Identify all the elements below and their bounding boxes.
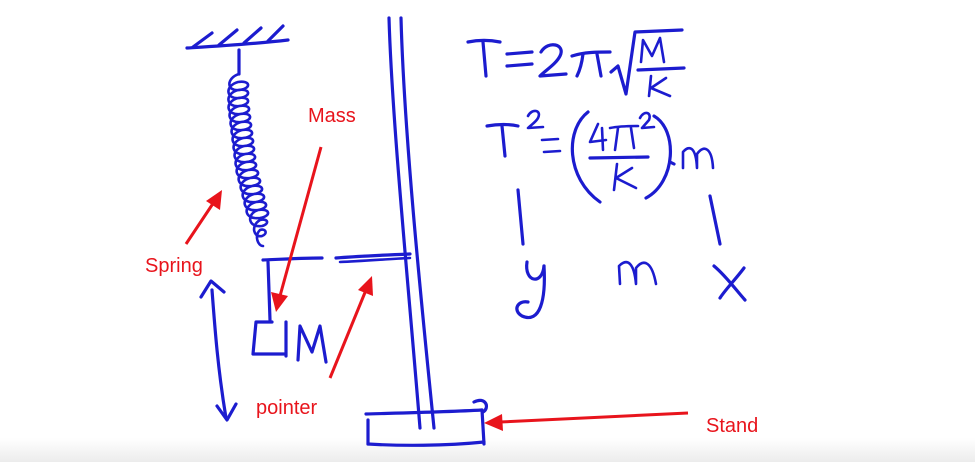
stand-pole	[387, 16, 436, 430]
label-spring: Spring	[145, 255, 203, 277]
mass-arrowhead	[271, 292, 288, 312]
mass-arrow	[278, 146, 323, 297]
label-mass: Mass	[308, 105, 356, 127]
formula-squared	[485, 109, 715, 204]
oscillation-arrow	[199, 279, 238, 422]
stand-base	[364, 398, 488, 447]
stand-arrow	[499, 411, 689, 424]
spring-coil	[227, 72, 270, 248]
mass-block	[251, 260, 328, 364]
ceiling-support	[185, 24, 290, 76]
pointer-line	[261, 252, 412, 264]
bottom-fade	[0, 438, 975, 462]
label-pointer: pointer	[256, 397, 318, 419]
pointer-arrow	[328, 289, 368, 379]
spring-arrowhead	[206, 190, 222, 210]
annotation-arrows	[184, 146, 689, 431]
label-stand: Stand	[706, 415, 759, 437]
stand-arrowhead	[484, 414, 503, 431]
linear-mapping	[515, 188, 747, 320]
spring-arrow	[184, 201, 216, 245]
pointer-arrowhead	[358, 276, 373, 296]
formula-period	[466, 28, 686, 98]
